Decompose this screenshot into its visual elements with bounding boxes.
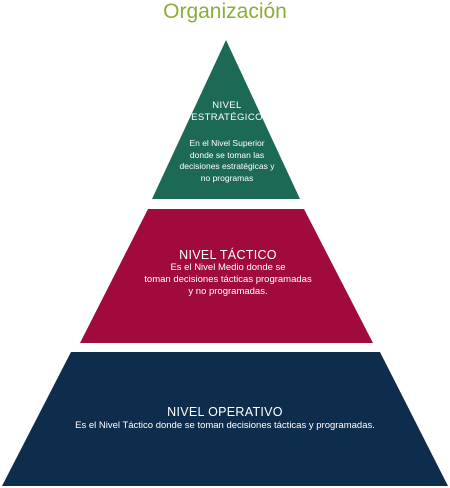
tactical-desc-line2: toman decisiones tácticas programadas: [144, 274, 312, 285]
strategic-heading-line2: ESTRATÉGICO: [191, 112, 263, 123]
strategic-level-text: NIVEL ESTRATÉGICO En el Nivel Superior d…: [170, 100, 284, 184]
tactical-level-text: NIVEL TÁCTICO Es el Nivel Medio donde se…: [110, 248, 346, 298]
operational-level-text: NIVEL OPERATIVO Es el Nivel Táctico dond…: [40, 405, 410, 432]
strategic-description: En el Nivel Superior donde se toman las …: [170, 138, 284, 184]
strategic-heading-line1: NIVEL: [212, 100, 242, 111]
tactical-desc-line1: Es el Nivel Medio donde se: [170, 262, 286, 273]
strategic-desc-line2: donde se toman las: [189, 149, 265, 160]
tactical-heading: NIVEL TÁCTICO: [179, 248, 277, 262]
operational-heading: NIVEL OPERATIVO: [167, 405, 283, 419]
strategic-desc-line3: decisiones estratégicas y: [179, 161, 275, 171]
operational-description: Es el Nivel Táctico donde se toman decis…: [75, 420, 375, 431]
pyramid-tier-tactical: [80, 209, 373, 343]
strategic-desc-line1: En el Nivel Superior: [189, 138, 265, 148]
tactical-desc-line3: y no programadas.: [188, 286, 268, 297]
pyramid-tier-strategic: [152, 40, 300, 199]
strategic-desc-line4: no programas: [200, 172, 254, 183]
page-title: Organización: [163, 0, 287, 23]
tactical-description: Es el Nivel Medio donde se toman decisio…: [110, 262, 346, 298]
pyramid-tier-operational: [2, 352, 448, 486]
